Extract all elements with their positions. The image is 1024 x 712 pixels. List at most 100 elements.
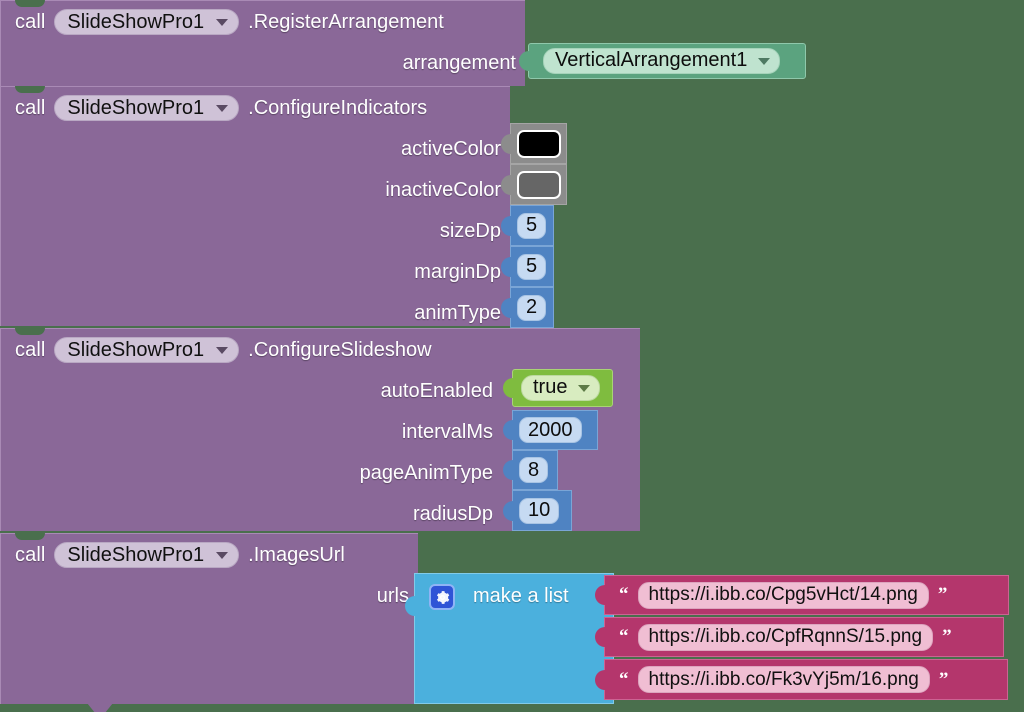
number-value-label: 5 (526, 255, 538, 277)
quote-open: “ (619, 584, 629, 605)
param-label-page-anim-type: pageAnimType (359, 462, 493, 484)
component-name-label: SlideShowPro1 (67, 10, 205, 33)
chevron-down-icon (216, 552, 229, 559)
block-top-notch (15, 533, 45, 540)
block-bottom-tab (87, 703, 113, 712)
block-header-configure-slideshow: call SlideShowPro1 .ConfigureSlideshow (1, 329, 640, 371)
component-name-label: SlideShowPro1 (67, 338, 205, 361)
chevron-down-icon (578, 385, 591, 392)
param-row-radius-dp: radiusDp (1, 494, 640, 535)
param-row-active-color: activeColor (1, 129, 510, 170)
number-field-interval-ms[interactable]: 2000 (519, 417, 582, 443)
text-field-url-2[interactable]: https://i.ibb.co/CpfRqnnS/15.png (637, 623, 934, 651)
number-value-label: 2 (526, 296, 538, 318)
block-plug (595, 585, 606, 605)
text-block-url-1[interactable]: “ https://i.ibb.co/Cpg5vHct/14.png ” (595, 575, 1009, 615)
param-label-size-dp: sizeDp (439, 220, 501, 242)
value-size-dp[interactable]: 5 (501, 205, 554, 246)
block-top-notch (15, 328, 45, 335)
block-plug (501, 133, 512, 154)
number-field-radius-dp[interactable]: 10 (519, 497, 560, 524)
param-row-urls: urls (1, 576, 418, 616)
method-name-label: .ConfigureIndicators (248, 96, 428, 119)
param-label-inactive-color: inactiveColor (385, 179, 501, 201)
block-header-images-url: call SlideShowPro1 .ImagesUrl (1, 534, 418, 576)
block-register-arrangement[interactable]: call SlideShowPro1 .RegisterArrangement … (0, 0, 525, 86)
param-row-interval-ms: intervalMs (1, 412, 640, 453)
value-page-anim-type[interactable]: 8 (503, 450, 558, 490)
block-plug (501, 215, 512, 236)
value-active-color[interactable] (501, 123, 567, 164)
block-plug (503, 378, 514, 398)
value-interval-ms[interactable]: 2000 (503, 410, 598, 450)
color-swatch-active[interactable] (517, 129, 561, 158)
number-field-page-anim-type[interactable]: 8 (519, 457, 549, 483)
component-name-label: SlideShowPro1 (67, 96, 205, 119)
block-plug (501, 297, 512, 318)
block-top-notch (15, 0, 45, 7)
value-inactive-color[interactable] (501, 164, 567, 205)
number-field-margin-dp[interactable]: 5 (517, 253, 547, 280)
value-radius-dp[interactable]: 10 (503, 490, 572, 531)
component-dropdown-register[interactable]: SlideShowPro1 (54, 9, 240, 35)
param-row-arrangement: arrangement (1, 43, 525, 83)
block-header-configure-indicators: call SlideShowPro1 .ConfigureIndicators (1, 87, 510, 129)
param-row-margin-dp: marginDp (1, 252, 510, 293)
method-name-label: .RegisterArrangement (248, 10, 444, 33)
block-images-url[interactable]: call SlideShowPro1 .ImagesUrl urls (0, 533, 418, 712)
gear-icon[interactable] (429, 584, 455, 610)
param-label-interval-ms: intervalMs (401, 421, 493, 443)
call-keyword: call (15, 10, 46, 33)
param-label-radius-dp: radiusDp (412, 503, 493, 525)
component-dropdown-slideshow[interactable]: SlideShowPro1 (54, 337, 240, 363)
logic-dropdown-auto-enabled[interactable]: true (521, 375, 601, 401)
method-name-label: .ImagesUrl (248, 543, 345, 566)
quote-open: “ (619, 626, 629, 647)
block-plug (595, 669, 606, 690)
block-plug (519, 51, 530, 71)
block-plug (503, 500, 514, 521)
value-auto-enabled[interactable]: true (503, 369, 613, 407)
arrangement-dropdown[interactable]: VerticalArrangement1 (543, 48, 781, 74)
value-make-a-list[interactable]: make a list (405, 573, 614, 704)
param-label-active-color: activeColor (400, 138, 501, 160)
value-anim-type[interactable]: 2 (501, 287, 554, 328)
block-plug (503, 460, 514, 480)
text-field-url-1[interactable]: https://i.ibb.co/Cpg5vHct/14.png (637, 581, 929, 609)
quote-open: “ (619, 668, 629, 690)
param-label-auto-enabled: autoEnabled (380, 380, 493, 402)
text-block-url-3[interactable]: “ https://i.ibb.co/Fk3vYj5m/16.png ” (595, 659, 1008, 700)
param-row-auto-enabled: autoEnabled (1, 371, 640, 412)
block-plug (501, 256, 512, 277)
block-plug (501, 174, 512, 195)
text-field-url-3[interactable]: https://i.ibb.co/Fk3vYj5m/16.png (637, 666, 930, 693)
value-margin-dp[interactable]: 5 (501, 246, 554, 287)
block-configure-indicators[interactable]: call SlideShowPro1 .ConfigureIndicators … (0, 86, 510, 326)
block-plug (405, 596, 416, 616)
param-label-anim-type: animType (414, 302, 501, 324)
block-top-notch (15, 86, 45, 93)
value-arrangement-component[interactable]: VerticalArrangement1 (519, 43, 806, 79)
text-block-url-2[interactable]: “ https://i.ibb.co/CpfRqnnS/15.png ” (595, 617, 1004, 657)
component-name-label: SlideShowPro1 (67, 543, 205, 566)
number-value-label: 10 (528, 499, 551, 521)
chevron-down-icon (758, 58, 771, 65)
param-label-arrangement: arrangement (402, 51, 516, 74)
call-keyword: call (15, 338, 46, 361)
number-field-size-dp[interactable]: 5 (517, 212, 547, 239)
quote-close: ” (938, 668, 949, 690)
block-header-register-arrangement: call SlideShowPro1 .RegisterArrangement (1, 1, 525, 43)
component-dropdown-images[interactable]: SlideShowPro1 (54, 542, 240, 568)
make-a-list-label: make a list (473, 585, 569, 607)
number-value-label: 5 (526, 214, 538, 236)
url-value-label: https://i.ibb.co/Fk3vYj5m/16.png (648, 668, 919, 690)
color-swatch-inactive[interactable] (517, 170, 561, 199)
number-field-anim-type[interactable]: 2 (517, 294, 547, 321)
param-row-inactive-color: inactiveColor (1, 170, 510, 211)
block-plug (595, 627, 606, 647)
method-name-label: .ConfigureSlideshow (248, 338, 432, 361)
call-keyword: call (15, 543, 46, 566)
logic-value-label: true (533, 376, 568, 398)
component-dropdown-indicators[interactable]: SlideShowPro1 (54, 95, 240, 121)
